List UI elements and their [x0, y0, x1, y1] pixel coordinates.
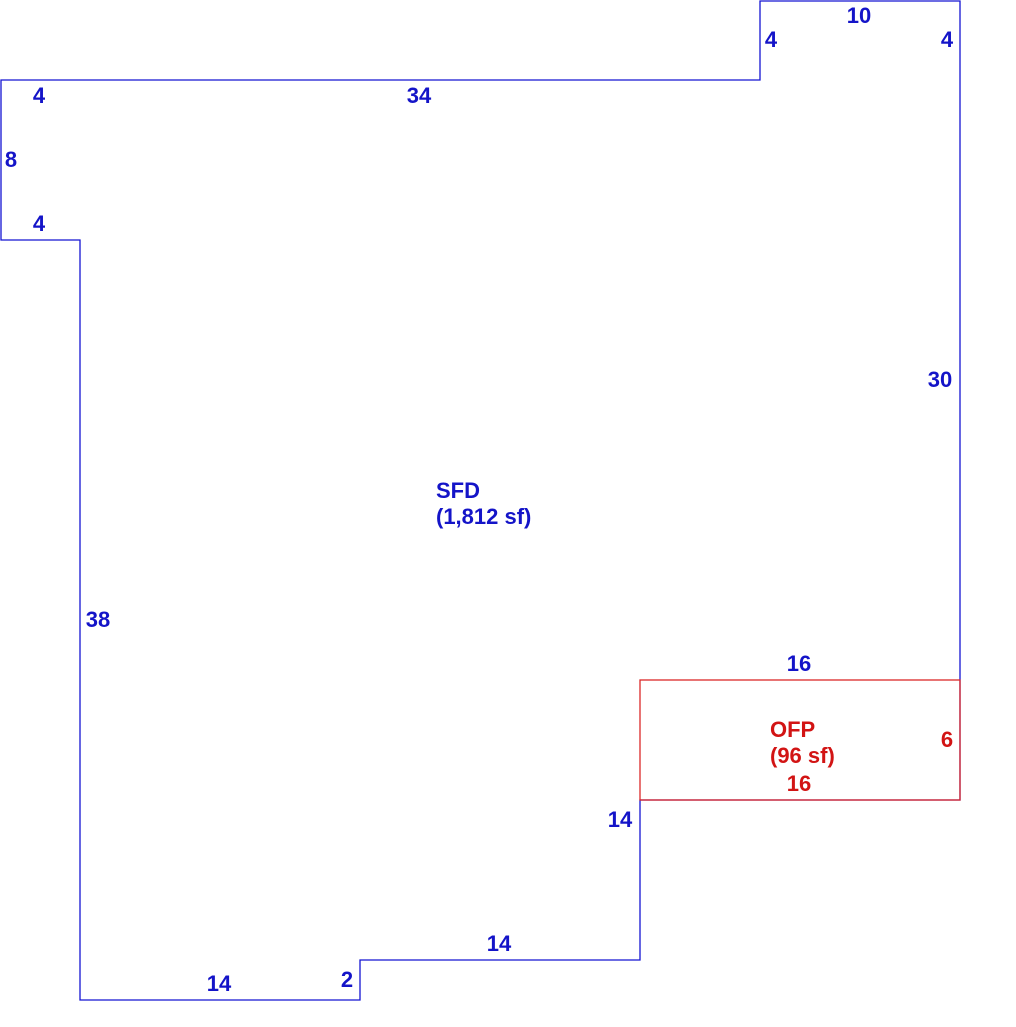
ofp-outline	[639, 679, 961, 801]
sfd-outline	[0, 0, 961, 1001]
dim-top-notch-left-height: 4	[765, 27, 778, 52]
dim-left-bump-bottom: 4	[33, 211, 46, 236]
dim-left-bump-top: 4	[33, 83, 46, 108]
dim-bottom-wall: 14	[207, 971, 232, 996]
dim-step-horizontal: 14	[487, 931, 512, 956]
dim-porch-top: 16	[787, 651, 811, 676]
dim-bottom-notch-height: 2	[341, 967, 353, 992]
dim-right-wall: 30	[928, 367, 952, 392]
ofp-label: OFP	[770, 717, 815, 742]
dim-left-wall: 38	[86, 607, 110, 632]
dim-porch-side: 6	[941, 727, 953, 752]
dim-porch-bottom: 16	[787, 771, 811, 796]
dim-top-notch-width: 10	[847, 3, 871, 28]
ofp-area: (96 sf)	[770, 743, 835, 768]
sfd-area: (1,812 sf)	[436, 504, 531, 529]
dim-top-notch-right-height: 4	[941, 27, 954, 52]
dim-left-bump-height: 8	[5, 147, 17, 172]
sfd-label: SFD	[436, 478, 480, 503]
dim-step-vertical: 14	[608, 807, 633, 832]
dim-top-wall: 34	[407, 83, 432, 108]
